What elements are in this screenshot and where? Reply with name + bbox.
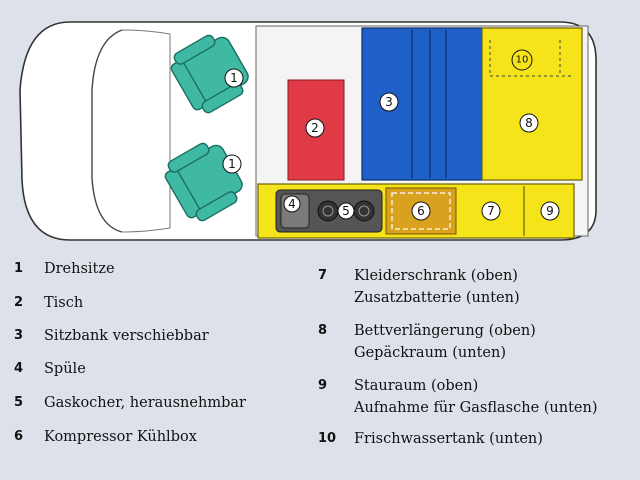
swivel-seat-front — [170, 34, 249, 114]
dashboard — [121, 29, 171, 233]
windshield — [91, 29, 123, 233]
burner-right — [353, 200, 375, 222]
label-fridge: 6 — [417, 204, 425, 218]
bed-extension — [481, 27, 583, 181]
label-stove: 5 — [342, 204, 350, 218]
label-wardrobe: 7 — [487, 204, 495, 218]
label-bed-ext: 8 — [525, 116, 533, 130]
label-bench: 3 — [385, 95, 393, 109]
label-water-tank: 10 — [516, 55, 529, 66]
label-storage: 9 — [546, 204, 554, 218]
label-sink: 4 — [288, 197, 296, 211]
label-swivel-seat-b: 1 — [228, 157, 236, 171]
van-floor-plan: 1 1 2 3 10 8 4 5 6 7 9 — [19, 21, 597, 241]
burner-left — [317, 200, 339, 222]
label-table: 2 — [311, 121, 319, 135]
label-swivel-seat-a: 1 — [230, 71, 238, 85]
